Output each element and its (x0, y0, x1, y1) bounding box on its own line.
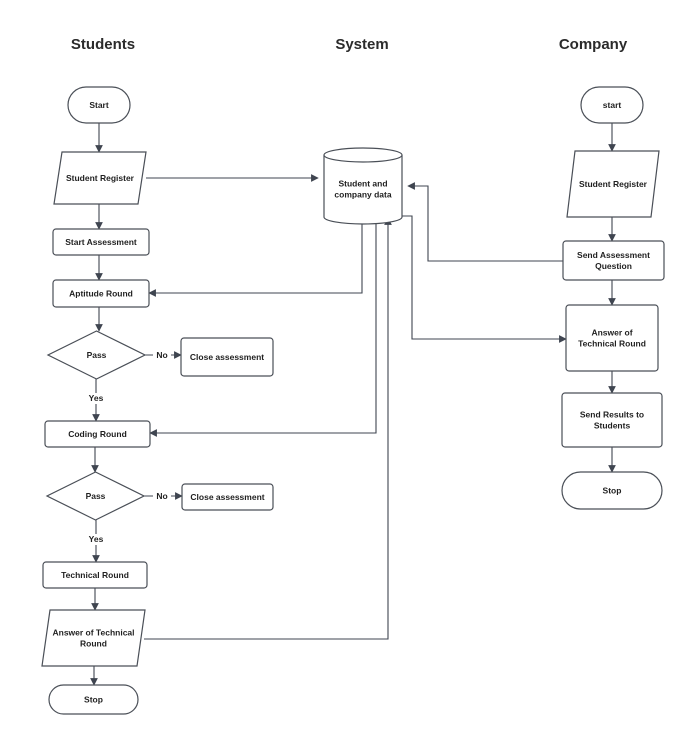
node-label: Student and (338, 179, 387, 189)
node-s-pass2: Pass (45, 471, 146, 521)
node-shape (42, 561, 148, 589)
node-s-technical: Technical Round (42, 561, 148, 589)
node-shape (45, 471, 146, 521)
node-shape (52, 279, 150, 308)
node-shape (580, 86, 644, 124)
lane-title-students: Students (71, 36, 135, 53)
node-c-start: start (580, 86, 644, 124)
node-shape (46, 330, 147, 380)
node-label: Close assessment (190, 352, 264, 362)
node-label: Students (594, 421, 631, 431)
node-shape (67, 86, 131, 124)
node-label: Close assessment (190, 492, 264, 502)
node-s-close2: Close assessment (181, 483, 274, 511)
node-label: Answer of (591, 328, 632, 338)
node-label: Question (595, 261, 632, 271)
node-s-pass1: Pass (46, 330, 147, 380)
edge-sys-db-to-s-aptitude (148, 224, 363, 297)
node-label: Send Results to (580, 410, 644, 420)
node-c-stop: Stop (561, 471, 663, 510)
node-shape (323, 147, 403, 225)
node-label: Student Register (579, 179, 648, 189)
node-shape (48, 684, 139, 715)
edge-label-background (153, 350, 171, 361)
lane-title-company: Company (559, 36, 628, 53)
node-s-stop: Stop (48, 684, 139, 715)
edge-c-send-question-to-sys-db (407, 182, 563, 262)
node-s-start: Start (67, 86, 131, 124)
node-s-register: Student Register (53, 151, 147, 205)
node-label: start (603, 100, 622, 110)
node-label: Stop (84, 695, 103, 705)
node-label: Answer of Technical (52, 628, 134, 638)
node-shape (53, 151, 147, 205)
node-label: Technical Round (578, 339, 646, 349)
node-label: Send Assessment (577, 250, 650, 260)
edge-label-background (87, 534, 105, 545)
node-s-close1: Close assessment (180, 337, 274, 377)
edge-sys-db-to-c-answer (402, 215, 567, 343)
edge-label-no: No (156, 491, 167, 501)
edge-label-background (87, 393, 105, 404)
database-rim (323, 154, 403, 163)
node-shape (41, 609, 146, 667)
edge-label-background (153, 491, 171, 502)
node-label: Start (89, 100, 109, 110)
node-shape (52, 228, 150, 256)
node-shape (562, 240, 665, 281)
node-label: Technical Round (61, 570, 129, 580)
node-shape (561, 471, 663, 510)
node-shape (561, 392, 663, 448)
node-label: Student Register (66, 173, 135, 183)
node-label: company data (334, 190, 391, 200)
node-shape (566, 150, 660, 218)
lane-title-system: System (335, 36, 388, 53)
edge-s-answer-to-sys-db (144, 217, 392, 640)
node-shape (180, 337, 274, 377)
node-c-register: Student Register (566, 150, 660, 218)
node-label: Coding Round (68, 429, 127, 439)
node-label: Round (80, 639, 107, 649)
node-s-aptitude: Aptitude Round (52, 279, 150, 308)
node-label: Pass (86, 491, 106, 501)
node-label: Aptitude Round (69, 289, 133, 299)
edge-label-yes: Yes (89, 393, 104, 403)
node-shape (181, 483, 274, 511)
node-shape (565, 304, 659, 372)
edge-label-yes: Yes (89, 534, 104, 544)
node-s-start-assessment: Start Assessment (52, 228, 150, 256)
node-label: Pass (87, 350, 107, 360)
node-label: Start Assessment (65, 237, 137, 247)
node-shape (44, 420, 151, 448)
edge-label-no: No (156, 350, 167, 360)
node-label: Stop (603, 486, 622, 496)
edge-sys-db-to-s-coding (149, 224, 377, 437)
node-s-coding: Coding Round (44, 420, 151, 448)
